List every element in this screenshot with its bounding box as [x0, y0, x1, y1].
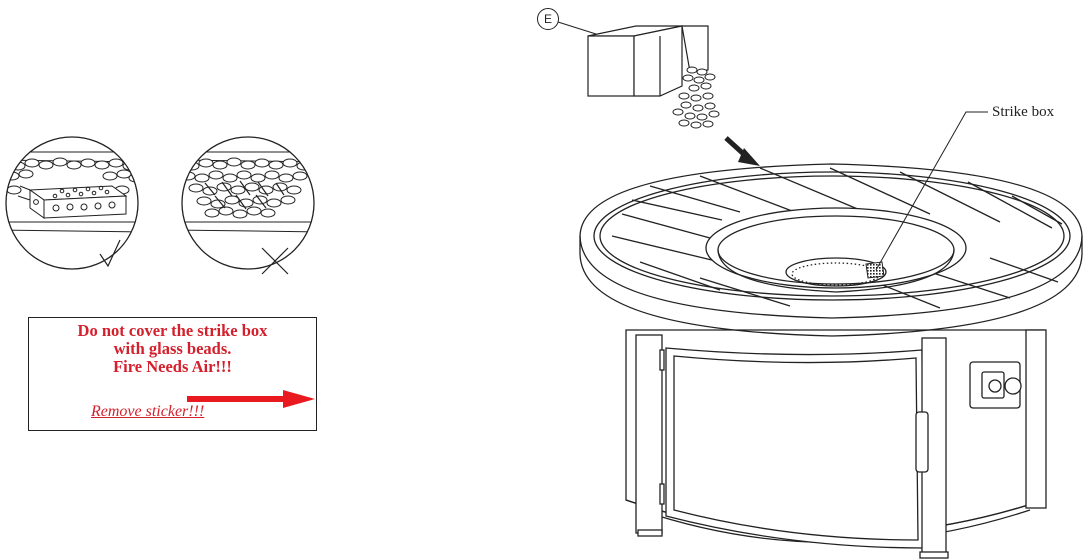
warning-sticker: Do not cover the strike box with glass b…	[28, 317, 317, 431]
detail-view-incorrect	[181, 136, 315, 275]
pour-arrow	[724, 136, 760, 166]
glass-beads-box	[587, 25, 709, 97]
door-handle	[915, 411, 929, 473]
strike-box-label: Strike box	[992, 104, 1055, 120]
check-mark-icon	[99, 239, 121, 268]
glass-beads-covering	[182, 157, 312, 219]
warning-line-1: Do not cover the strike box	[77, 321, 268, 340]
ignition-knob-icon	[1004, 377, 1022, 395]
strike-box-leader-line	[875, 111, 988, 271]
callout-leader-line	[557, 21, 597, 35]
burner-bowl	[705, 207, 967, 289]
callout-e-icon: E	[537, 8, 559, 30]
falling-glass-beads	[672, 66, 720, 129]
warning-line-3: Fire Needs Air!!!	[113, 357, 232, 376]
cross-mark-icon	[261, 247, 289, 275]
table-legs	[635, 329, 1047, 559]
warning-line-2: with glass beads.	[113, 339, 232, 358]
sticker-warning-text: Do not cover the strike box with glass b…	[29, 322, 316, 376]
fire-pit-table	[579, 163, 1083, 559]
callout-letter: E	[543, 12, 552, 26]
remove-sticker-text: Remove sticker!!!	[91, 403, 205, 420]
detail-view-correct	[5, 136, 139, 270]
red-arrow-icon	[187, 390, 315, 408]
strike-box	[865, 261, 885, 279]
strike-box-uncovered	[17, 185, 128, 219]
control-panel	[969, 361, 1022, 409]
